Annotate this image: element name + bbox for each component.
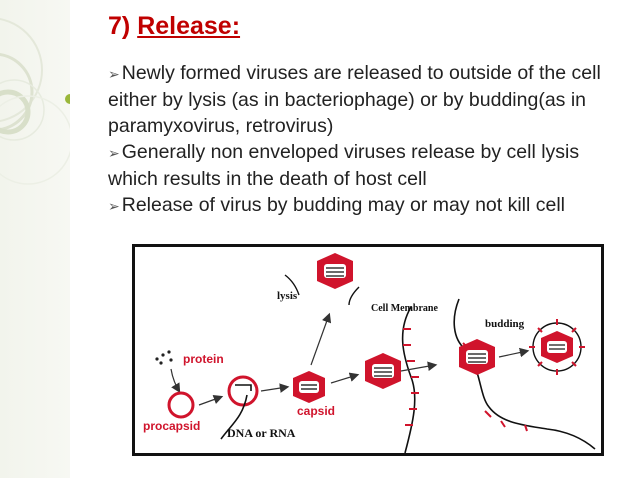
- label-lysis: lysis: [277, 290, 298, 302]
- decorative-circles: [0, 17, 70, 185]
- arrow-capsid: [330, 372, 360, 384]
- membrane-proteins: [403, 328, 419, 426]
- procapsid-shape: [167, 391, 195, 419]
- title-number: 7): [108, 12, 131, 40]
- bullet-text: Newly formed viruses are released to out…: [108, 62, 601, 137]
- lysis-fragment: [348, 286, 360, 306]
- lysis-fragment: [284, 274, 300, 296]
- capsid-hexagon: [293, 371, 325, 403]
- budding-virus-hexagon: [459, 339, 495, 375]
- enveloped-virus: [529, 319, 585, 375]
- arrow-to-membrane: [400, 361, 438, 372]
- slide-left-decoration: [0, 0, 70, 478]
- budding-membrane-line: [453, 298, 596, 450]
- label-cell-membrane: Cell Membrane: [371, 303, 438, 314]
- bullet-text: Release of virus by budding may or may n…: [121, 194, 566, 216]
- bullet-item: ➢Generally non enveloped viruses release…: [108, 139, 628, 192]
- capsid-filling-shape: [220, 375, 259, 440]
- arrow-to-budding: [498, 347, 530, 358]
- title-word: Release:: [137, 12, 241, 40]
- accent-dot: [65, 94, 70, 104]
- label-capsid: capsid: [297, 404, 335, 418]
- arrow-to-lysis: [310, 312, 332, 366]
- bullet-arrow-icon: ➢: [108, 66, 120, 82]
- arrow-filling: [260, 383, 290, 393]
- mature-virus-hexagon: [365, 353, 401, 389]
- released-virus-hexagon: [317, 253, 353, 289]
- bullet-item: ➢Newly formed viruses are released to ou…: [108, 60, 628, 139]
- label-procapsid: procapsid: [143, 419, 200, 433]
- virus-release-diagram: protein procapsid DNA or RNA capsid: [132, 244, 604, 456]
- arrow-procapsid: [198, 394, 224, 406]
- slide-title: 7) Release:: [108, 12, 240, 41]
- protein-dots: [155, 350, 173, 365]
- bullet-arrow-icon: ➢: [108, 198, 120, 214]
- bullet-text: Generally non enveloped viruses release …: [108, 141, 580, 190]
- diagram-canvas: protein procapsid DNA or RNA capsid: [143, 253, 596, 453]
- bullet-arrow-icon: ➢: [108, 145, 120, 161]
- arrow-protein: [170, 368, 181, 394]
- label-dna-or-rna: DNA or RNA: [227, 426, 296, 440]
- label-budding: budding: [485, 318, 525, 330]
- bullet-list: ➢Newly formed viruses are released to ou…: [108, 60, 628, 219]
- bullet-item: ➢Release of virus by budding may or may …: [108, 192, 628, 219]
- label-protein: protein: [183, 352, 224, 366]
